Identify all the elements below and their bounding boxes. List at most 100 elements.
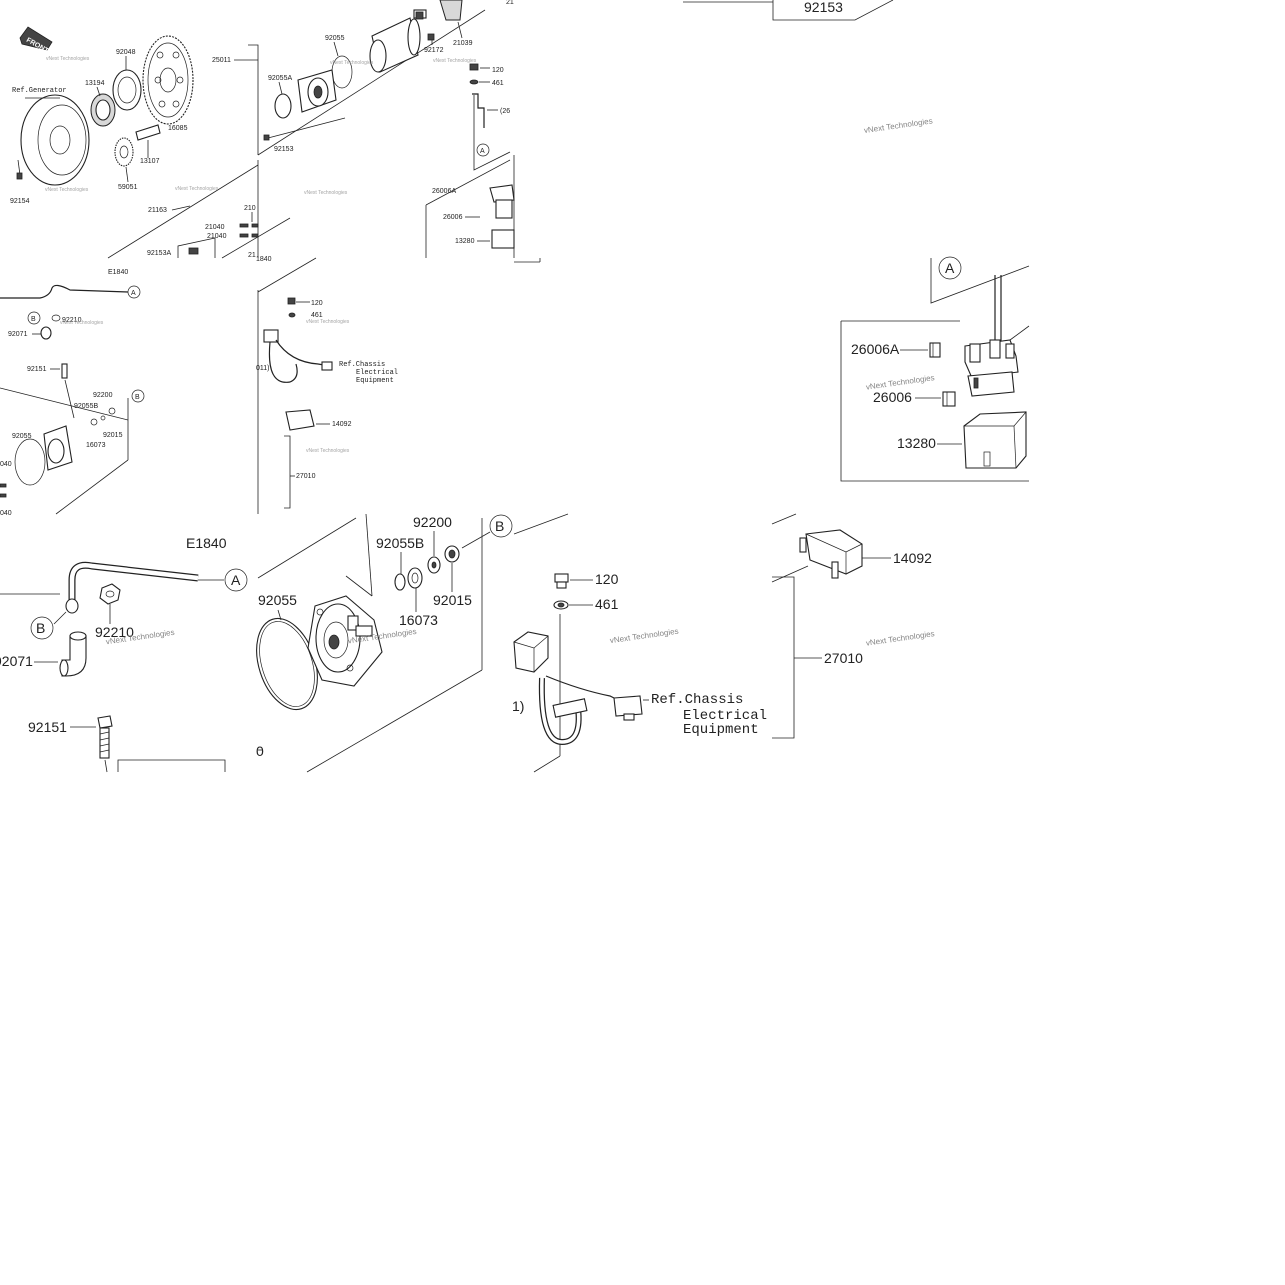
label-21-small: 21 <box>506 0 514 6</box>
bolt-120 <box>554 573 569 589</box>
bolt-92153-small <box>267 117 346 139</box>
label-92055b: 92055B <box>376 535 424 551</box>
overview-diagram: FRONT Ref.Generator 92154 13194 92048 <box>0 0 541 517</box>
watermark-s8: vNext Technologies <box>306 448 350 454</box>
watermarks: vNext Technologies vNext Technologies vN… <box>45 56 935 648</box>
terminal-cap-92071 <box>59 631 87 677</box>
watermark-4: vNext Technologies <box>865 629 935 648</box>
label-27010-small: 27010 <box>296 473 316 480</box>
watermark-s1: vNext Technologies <box>46 56 90 62</box>
label-92071-small: 92071 <box>8 331 28 338</box>
relay-cover-13280 <box>963 411 1027 469</box>
circle-b-endcover <box>489 514 513 538</box>
gear-59051 <box>114 137 134 167</box>
label-461-small: 461 <box>492 80 504 87</box>
label-21163-small: 21163 <box>148 207 167 214</box>
label-011-small: 011) <box>256 365 270 372</box>
label-040a-small: 040 <box>0 461 12 468</box>
front-arrow-icon: FRONT <box>19 26 53 55</box>
nut-92015 <box>444 545 460 563</box>
starter-relay <box>964 339 1019 397</box>
label-26006: 26006 <box>873 389 912 405</box>
label-120b-small: 120 <box>311 300 323 307</box>
label-16085: 16085 <box>168 125 188 132</box>
watermark-1: vNext Technologies <box>863 116 933 135</box>
label-ref-chassis-1: Ref.Chassis <box>651 692 743 708</box>
label-e1840: E1840 <box>186 535 227 551</box>
label-92048: 92048 <box>116 49 136 56</box>
label-92071: 92071 <box>0 653 33 669</box>
watermark-s2: vNext Technologies <box>304 190 348 196</box>
nut-92210 <box>99 583 121 605</box>
label-210-small: 210 <box>244 205 256 212</box>
circle-b-cable-label: B <box>36 620 45 636</box>
label-92172-small: 92172 <box>424 47 444 54</box>
label-92154-small: 92154 <box>10 198 30 205</box>
bolt-92154 <box>16 172 23 180</box>
label-92055-small: 92055 <box>325 35 345 42</box>
label-92153-small: 92153 <box>274 146 294 153</box>
label-ref-generator: Ref.Generator <box>12 87 67 95</box>
cover-14092-small <box>285 409 315 431</box>
cable-e1840 <box>65 561 199 614</box>
starter-end-cover <box>307 595 383 687</box>
label-21040a-small: 21040 <box>205 224 225 231</box>
label-120: 120 <box>595 571 619 587</box>
circle-b-endcover-label: B <box>495 518 504 534</box>
starter-relay-harness <box>513 631 643 746</box>
watermark-s5: vNext Technologies <box>330 60 374 66</box>
circle-a-small-2: A <box>131 290 136 297</box>
label-ref-chassis-small-3: Equipment <box>356 377 394 385</box>
cover-terminal-detail: 14092 27010 <box>771 513 932 739</box>
end-cover-detail: 0 92055 92055B 16073 92200 <box>256 513 513 773</box>
starter-motor-small <box>369 0 463 73</box>
label-21039-small: 21039 <box>453 40 473 47</box>
label-13194: 13194 <box>85 80 105 87</box>
label-ref-chassis-small-1: Ref.Chassis <box>339 361 385 369</box>
circle-a-small-label: A <box>480 148 485 155</box>
top-right-fragment: 92153 <box>683 0 894 21</box>
fuse-26006a <box>929 342 941 358</box>
label-92153a-small: 92153A <box>147 250 171 257</box>
washer-92048 <box>112 69 142 111</box>
battery-cable-detail: E1840 A B 92210 92071 <box>0 535 248 773</box>
cable-e1840-small <box>0 284 129 299</box>
end-cover-small-2 <box>43 425 73 471</box>
fuse-26006 <box>942 391 956 407</box>
label-26006a: 26006A <box>851 341 900 357</box>
watermark-s3: vNext Technologies <box>175 186 219 192</box>
label-26006-small: 26006 <box>443 214 463 221</box>
o-ring-92055a-small <box>274 93 292 119</box>
circle-a-relay-label: A <box>945 260 955 276</box>
label-partial-0: 0 <box>256 743 264 759</box>
watermark-s7: vNext Technologies <box>306 319 350 325</box>
label-92055b-small: 92055B <box>74 403 98 410</box>
cover-14092 <box>799 529 863 579</box>
watermark-s6: vNext Technologies <box>433 58 477 64</box>
label-92055a-small: 92055A <box>268 75 292 82</box>
circle-a-small <box>476 143 490 157</box>
label-ref-chassis-2: Electrical <box>683 708 767 724</box>
starter-relay-cable-small <box>263 329 333 383</box>
label-16073-small: 16073 <box>86 442 106 449</box>
generator-rotor <box>20 94 90 186</box>
label-92151: 92151 <box>28 719 67 735</box>
circle-b-small: B <box>31 316 36 323</box>
label-92055: 92055 <box>258 592 297 608</box>
label-92210-small: 92210 <box>62 317 82 324</box>
label-59051: 59051 <box>118 184 138 191</box>
label-14092: 14092 <box>893 550 932 566</box>
label-13107: 13107 <box>140 158 160 165</box>
watermark-s4: vNext Technologies <box>45 187 89 193</box>
relay-detail: A 26006A 26006 <box>840 256 1030 482</box>
label-16073: 16073 <box>399 612 438 628</box>
end-cover-small <box>297 69 337 113</box>
label-21-partial-small: 21 <box>248 252 256 259</box>
label-ref-chassis-small-2: Electrical <box>356 369 398 377</box>
label-92151-small: 92151 <box>27 366 47 373</box>
label-120-small: 120 <box>492 67 504 74</box>
label-27010: 27010 <box>824 650 863 666</box>
label-92015: 92015 <box>433 592 472 608</box>
label-e1840-small: E1840 <box>108 269 128 276</box>
